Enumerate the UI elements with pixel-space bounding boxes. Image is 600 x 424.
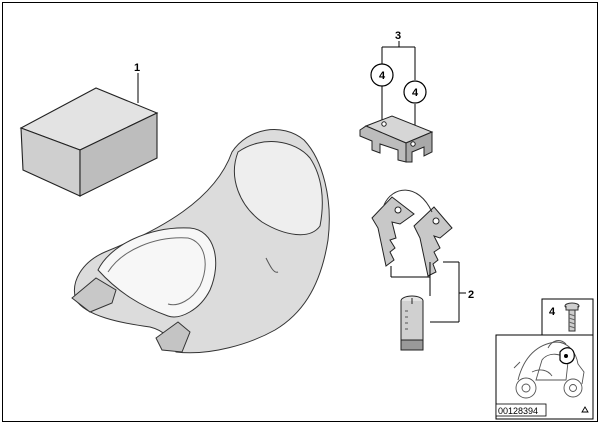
highlight-dot (564, 354, 568, 358)
callout-4a: 4 (379, 70, 386, 82)
callout-4-inset: 4 (549, 306, 556, 318)
part-number: 00128394 (498, 406, 538, 416)
screw-icon (564, 302, 580, 332)
screw-callout-4a: 4 (370, 63, 394, 87)
part-2-lock-cylinder[interactable] (400, 295, 424, 351)
callout-1: 1 (134, 62, 140, 74)
callout-3: 3 (395, 30, 401, 42)
part-1-box[interactable] (19, 87, 159, 197)
seat-shell[interactable] (71, 129, 330, 354)
callout-2-bracket (390, 261, 466, 323)
screw-callout-4b: 4 (403, 80, 427, 104)
callout-4b: 4 (412, 87, 419, 99)
part-2-key-right[interactable] (413, 206, 453, 277)
part-2-key-left[interactable] (371, 196, 415, 267)
key-ring-cord (383, 189, 433, 213)
callout-2: 2 (468, 289, 474, 301)
part-3-holder[interactable] (359, 115, 434, 163)
part-number-box (495, 403, 547, 417)
scooter-icon (513, 340, 585, 399)
warning-triangle-icon (581, 406, 589, 413)
